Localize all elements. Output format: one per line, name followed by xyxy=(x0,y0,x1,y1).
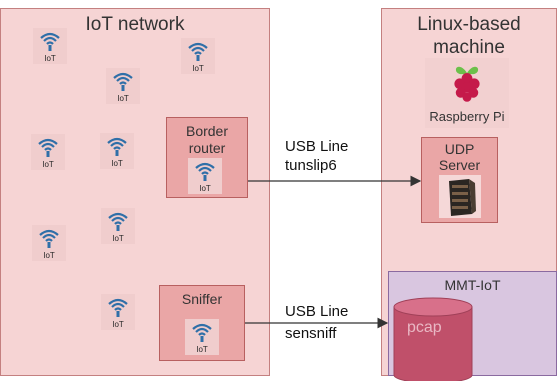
iot-label: IoT xyxy=(117,94,129,103)
iot-device-3: IoT xyxy=(106,68,140,104)
sniffer-title: Sniffer xyxy=(181,291,223,307)
wifi-icon xyxy=(108,298,128,317)
iot-device-1: IoT xyxy=(33,28,67,64)
iot-device-7: IoT xyxy=(32,225,66,261)
border-router-box: Border router IoT xyxy=(166,117,248,198)
server-icon xyxy=(439,175,481,218)
iot-label: IoT xyxy=(111,159,123,168)
wifi-icon xyxy=(39,229,59,248)
udp-server-title-line2: Server xyxy=(438,157,481,173)
wifi-icon xyxy=(108,212,128,231)
iot-label: IoT xyxy=(42,160,54,169)
wifi-icon xyxy=(38,138,58,157)
iot-label: IoT xyxy=(196,345,208,354)
udp-server-box: UDP Server xyxy=(421,137,498,223)
wifi-icon xyxy=(192,323,212,342)
pcap-database-icon xyxy=(393,297,473,381)
sniffer-iot-device: IoT xyxy=(185,319,219,355)
linux-machine-title-line1: Linux-based xyxy=(417,14,521,35)
wifi-icon xyxy=(195,162,215,181)
linux-machine-title-line2: machine xyxy=(433,37,505,58)
iot-device-8: IoT xyxy=(101,294,135,330)
border-router-iot-device: IoT xyxy=(188,158,222,194)
sensniff-label-line2: sensniff xyxy=(285,325,337,342)
raspberry-icon xyxy=(454,66,480,102)
pcap-label: pcap xyxy=(407,319,442,336)
tunslip-label-line1: USB Line xyxy=(285,138,349,155)
iot-network-title: IoT network xyxy=(85,14,185,35)
wifi-icon xyxy=(188,42,208,61)
wifi-icon xyxy=(107,137,127,156)
iot-device-4: IoT xyxy=(31,134,65,170)
tunslip-label-line2: tunslip6 xyxy=(285,157,337,174)
sensniff-label-line1: USB Line xyxy=(285,303,349,320)
iot-device-5: IoT xyxy=(100,133,134,169)
udp-server-title-line1: UDP xyxy=(444,141,475,157)
iot-label: IoT xyxy=(112,234,124,243)
iot-label: IoT xyxy=(192,64,204,73)
iot-device-2: IoT xyxy=(181,38,215,74)
iot-label: IoT xyxy=(199,184,211,193)
iot-device-6: IoT xyxy=(101,208,135,244)
wifi-icon xyxy=(113,72,133,91)
border-router-title-line2: router xyxy=(188,140,226,156)
iot-label: IoT xyxy=(43,251,55,260)
sniffer-box: Sniffer IoT xyxy=(159,285,245,361)
mmt-iot-title: MMT-IoT xyxy=(444,277,501,293)
wifi-icon xyxy=(40,32,60,51)
iot-label: IoT xyxy=(112,320,124,329)
mmt-iot-box: MMT-IoT pcap xyxy=(388,271,557,381)
iot-label: IoT xyxy=(44,54,56,63)
raspberry-pi-label: Raspberry Pi xyxy=(429,109,505,124)
raspberry-pi-logo: Raspberry Pi xyxy=(425,58,509,128)
border-router-title-line1: Border xyxy=(185,123,229,139)
